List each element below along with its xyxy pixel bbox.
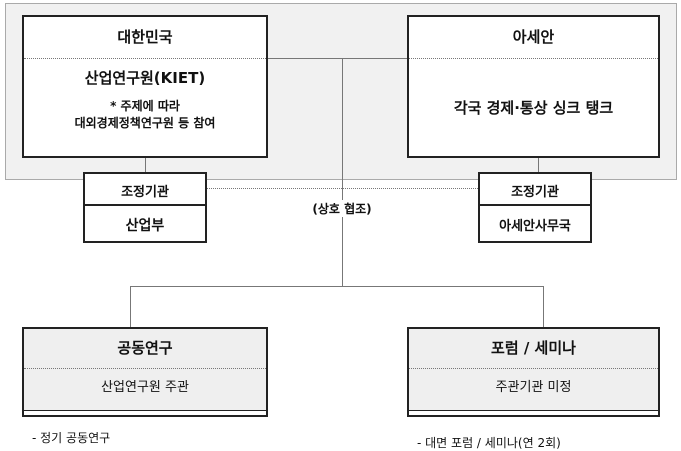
joint-item: - 정기 공동연구 bbox=[32, 431, 111, 445]
connector bbox=[130, 286, 544, 287]
cooperation-label: (상호 협조) bbox=[290, 200, 394, 217]
joint-sub: 산업연구원 주관 bbox=[101, 380, 189, 395]
forum-title: 포럼 / 세미나 bbox=[491, 339, 576, 357]
connector bbox=[538, 158, 539, 172]
korea-title: 대한민국 bbox=[117, 28, 173, 46]
connector bbox=[342, 58, 343, 286]
forum-box: 포럼 / 세미나 주관기관 미정 - 대면 포럼 / 세미나(연 2회) bbox=[407, 327, 660, 450]
forum-sub: 주관기관 미정 bbox=[495, 380, 572, 395]
asean-org: 각국 경제·통상 싱크 탱크 bbox=[453, 99, 614, 117]
joint-research-box: 공동연구 산업연구원 주관 - 정기 공동연구 bbox=[22, 327, 268, 445]
coord-right-title: 조정기관 bbox=[511, 185, 559, 200]
connector bbox=[130, 286, 131, 327]
joint-title: 공동연구 bbox=[117, 339, 173, 357]
connector bbox=[543, 286, 544, 327]
asean-title: 아세안 bbox=[512, 28, 555, 46]
korea-box: 대한민국 산업연구원(KIET) * 주제에 따라 대외경제정책연구원 등 참여 bbox=[22, 15, 268, 158]
coord-left-title: 조정기관 bbox=[121, 185, 169, 200]
forum-item: - 대면 포럼 / 세미나(연 2회) bbox=[417, 436, 561, 450]
asean-box: 아세안 각국 경제·통상 싱크 탱크 bbox=[407, 15, 660, 158]
dotted-connector bbox=[207, 188, 478, 189]
coord-right-body: 아세안사무국 bbox=[499, 219, 571, 234]
coord-left-body: 산업부 bbox=[125, 218, 165, 234]
korea-org: 산업연구원(KIET) bbox=[84, 69, 206, 87]
korea-note: 대외경제정책연구원 등 참여 bbox=[74, 116, 216, 130]
korea-note: * 주제에 따라 bbox=[110, 99, 180, 113]
coord-left-box: 조정기관 산업부 bbox=[83, 172, 207, 243]
connector bbox=[268, 58, 407, 59]
coord-right-box: 조정기관 아세안사무국 bbox=[478, 172, 592, 243]
connector bbox=[145, 158, 146, 172]
